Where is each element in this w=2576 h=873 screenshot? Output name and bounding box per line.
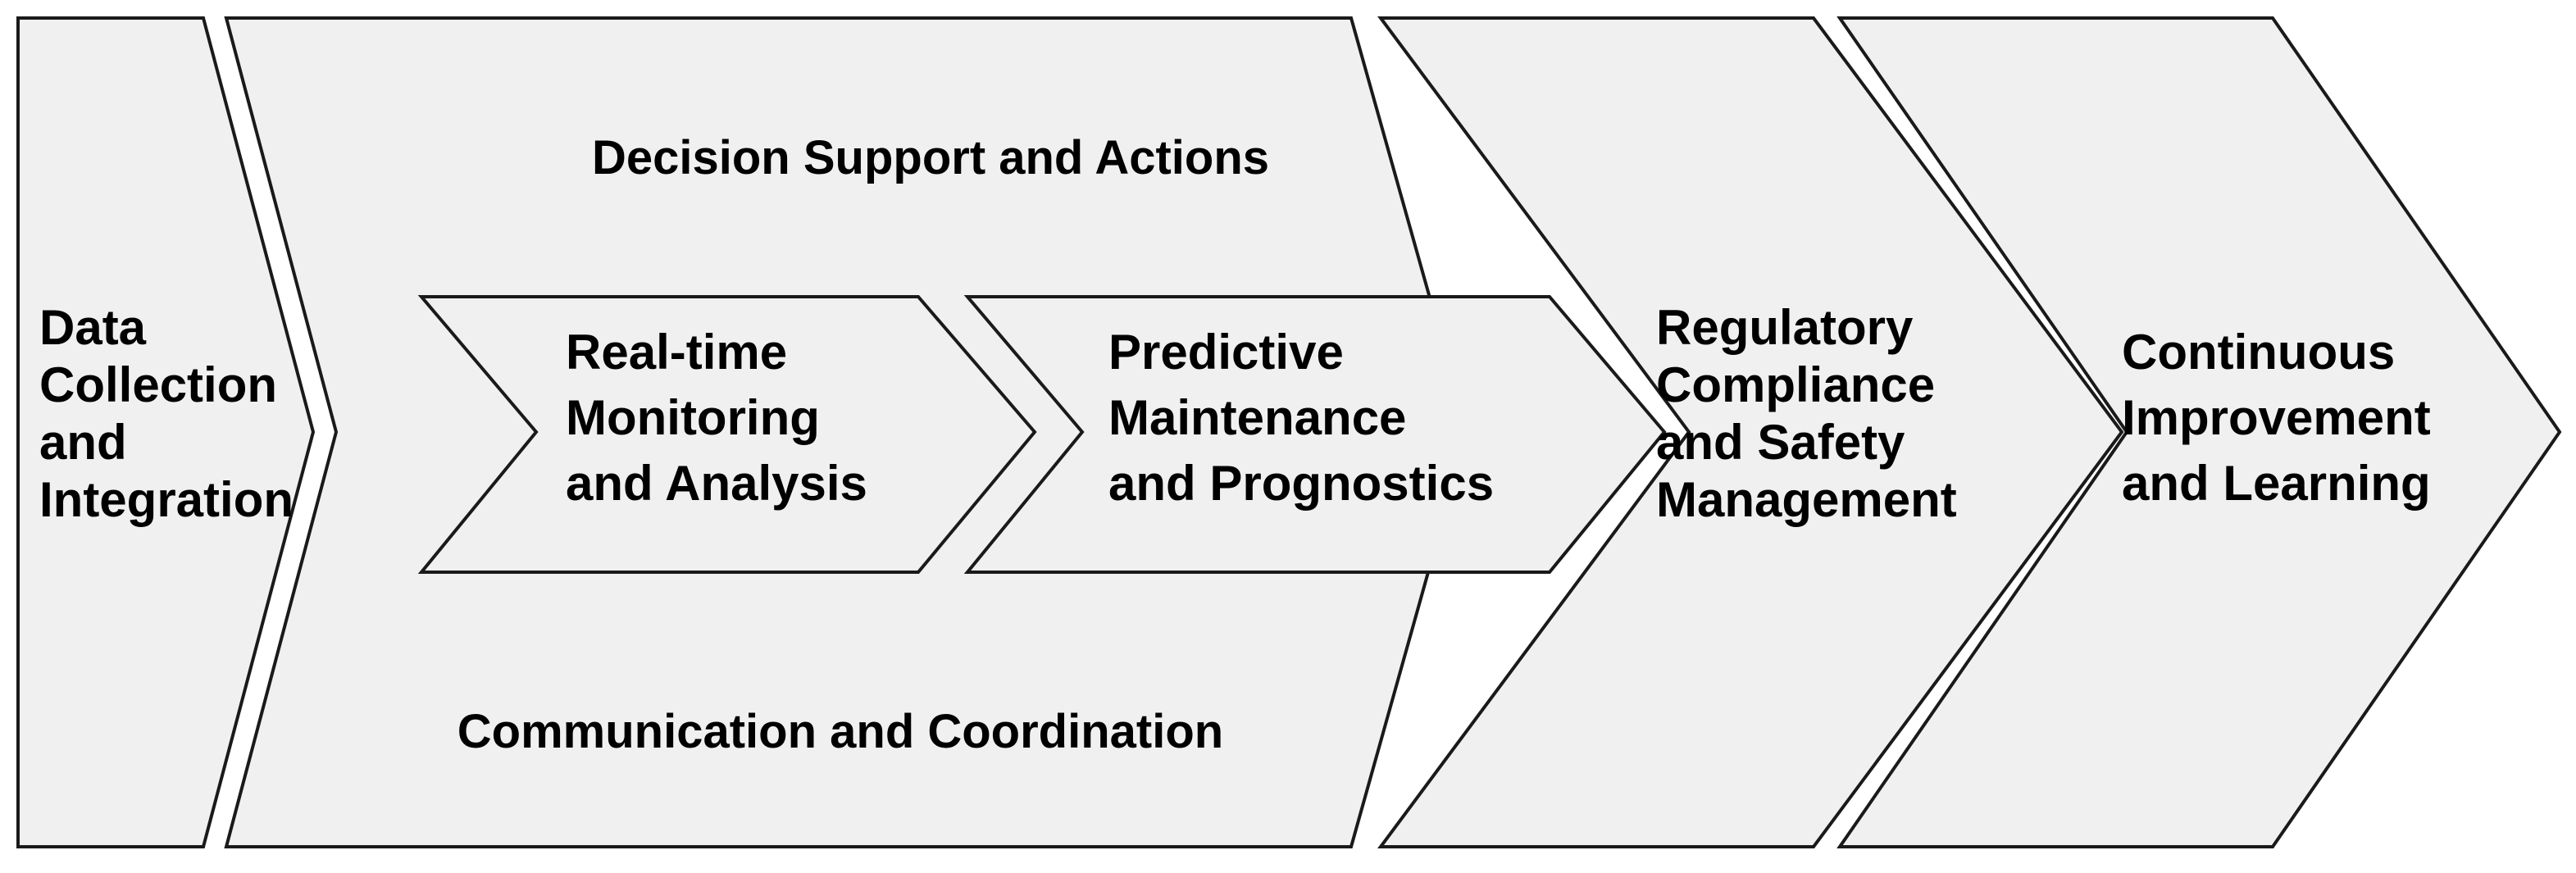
regulatory-compliance-line-4: Management [1656,472,1957,527]
real-time-monitoring-line-3: and Analysis [566,456,867,511]
stage-continuous-improvement-and-learning[interactable]: Continuous Improvement and Learning [1836,16,2562,848]
regulatory-compliance-line-3: and Safety [1656,415,1905,470]
continuous-improvement-line-2: Improvement [2122,390,2431,445]
regulatory-compliance-line-1: Regulatory [1656,300,1914,355]
regulatory-compliance-shape[interactable] [1377,16,2124,848]
predictive-maintenance-line-3: and Prognostics [1108,456,1494,511]
continuous-improvement-shape[interactable] [1836,16,2562,848]
regulatory-compliance-line-2: Compliance [1656,357,1935,412]
real-time-monitoring-line-2: Monitoring [566,390,820,445]
continuous-improvement-line-3: and Learning [2122,456,2431,511]
real-time-monitoring-line-1: Real-time [566,325,787,380]
stage-predictive-maintenance-and-prognostics[interactable]: Predictive Maintenance and Prognostics [963,295,1667,574]
stage-data-collection-and-integration[interactable]: Data Collection and Integration [16,16,316,848]
communication-label: Communication and Coordination [457,705,1223,758]
stage-real-time-monitoring-and-analysis[interactable]: Real-time Monitoring and Analysis [417,295,1037,574]
data-collection-shape[interactable] [16,16,316,848]
predictive-maintenance-shape[interactable] [963,295,1667,574]
predictive-maintenance-line-2: Maintenance [1108,390,1406,445]
predictive-maintenance-line-1: Predictive [1108,325,1344,380]
real-time-monitoring-shape[interactable] [417,295,1037,574]
decision-support-label: Decision Support and Actions [592,131,1269,184]
data-collection-line-4: Integration [39,472,294,527]
data-collection-line-1: Data [39,300,147,355]
data-collection-line-3: and [39,415,127,470]
data-collection-line-2: Collection [39,357,277,412]
continuous-improvement-line-1: Continuous [2122,325,2395,380]
stage-regulatory-compliance-and-safety-management[interactable]: Regulatory Compliance and Safety Managem… [1377,16,2124,848]
